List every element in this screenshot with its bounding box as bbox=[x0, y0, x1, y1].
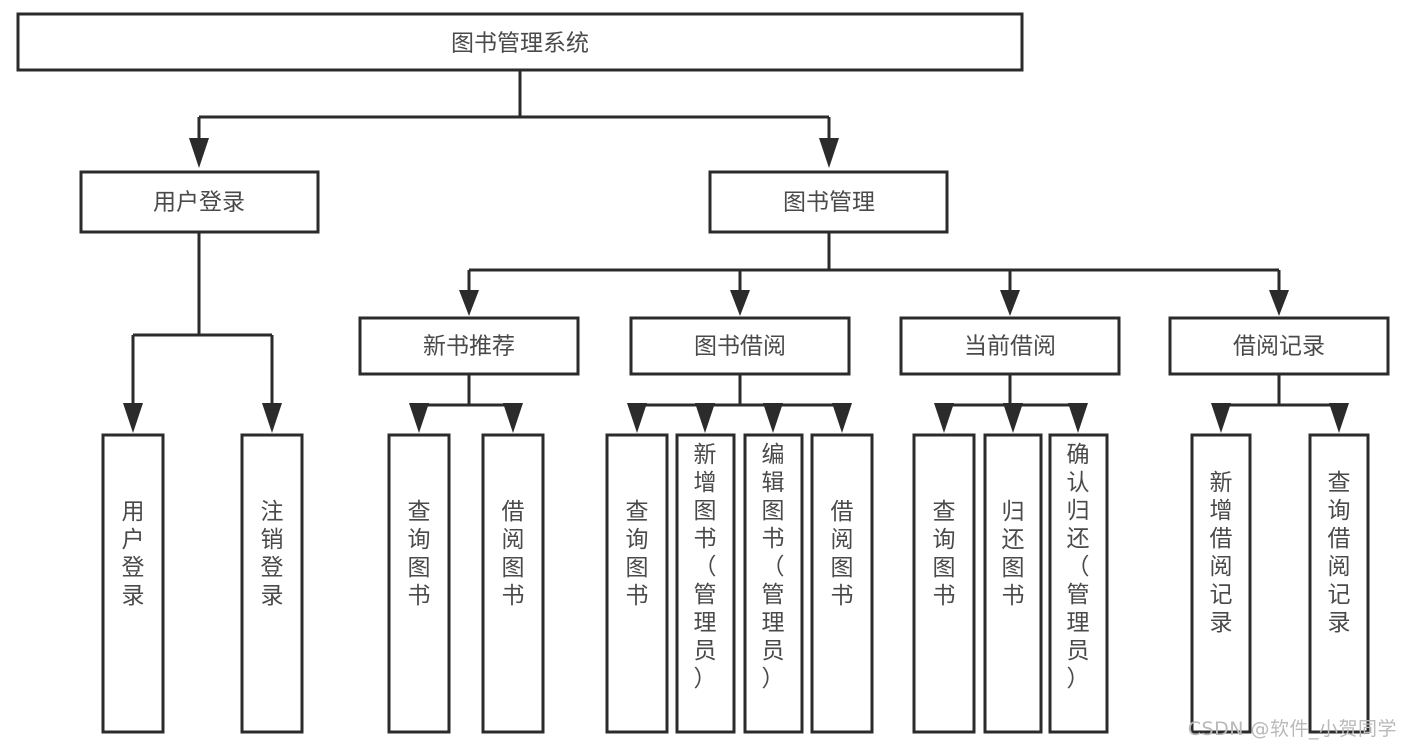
connector-group-book-borrow bbox=[627, 374, 852, 433]
node-user-login-box[interactable] bbox=[79, 170, 320, 234]
arrow-head-new-leaf-2 bbox=[503, 403, 523, 433]
leaf-node[interactable]: 查询图书 bbox=[387, 433, 451, 734]
arrow-head-borrow-leaf-4 bbox=[832, 403, 852, 433]
node-book-borrow-label: 图书借阅 bbox=[694, 334, 786, 360]
leaf-node[interactable]: 用户登录 bbox=[101, 433, 165, 734]
node-root-label: 图书管理系统 bbox=[451, 31, 589, 57]
arrow-head-user-leaf-1 bbox=[123, 403, 143, 433]
leaf-label: 编辑图书（管理员） bbox=[762, 442, 785, 692]
leaf-label: 确认归还（管理员） bbox=[1067, 442, 1090, 692]
node-current-borrow-label: 当前借阅 bbox=[964, 334, 1056, 360]
node-book-manage-box[interactable] bbox=[708, 170, 949, 234]
arrow-head-current-leaf-3 bbox=[1068, 403, 1088, 433]
leaf-box[interactable] bbox=[481, 433, 545, 734]
leaf-box[interactable] bbox=[240, 433, 304, 734]
arrow-head-borrow-leaf-2 bbox=[695, 403, 715, 433]
leaf-node[interactable]: 借阅图书 bbox=[810, 433, 874, 734]
arrow-head-book-to-record bbox=[1269, 290, 1289, 316]
arrow-head-borrow-leaf-3 bbox=[763, 403, 783, 433]
arrow-head-book-to-borrow bbox=[730, 290, 750, 316]
leaf-label: 注销登录 bbox=[261, 499, 284, 609]
leaf-box[interactable] bbox=[605, 433, 669, 734]
csdn-watermark: CSDN @软件_小贺同学 bbox=[1187, 718, 1397, 740]
leaf-box[interactable] bbox=[743, 433, 804, 734]
leaf-label: 归还图书 bbox=[1002, 499, 1025, 609]
leaf-node[interactable]: 查询图书 bbox=[605, 433, 669, 734]
leaf-label: 查询借阅记录 bbox=[1328, 470, 1351, 636]
connector-group-user-login bbox=[123, 232, 282, 433]
arrow-head-book-to-new bbox=[459, 290, 479, 316]
node-new-book-recommend-label: 新书推荐 bbox=[423, 334, 515, 360]
node-borrow-record-label: 借阅记录 bbox=[1233, 334, 1325, 360]
leaf-box[interactable] bbox=[1308, 433, 1370, 734]
leaf-box[interactable] bbox=[101, 433, 165, 734]
node-book-manage[interactable]: 图书管理 bbox=[708, 170, 949, 234]
leaf-box[interactable] bbox=[1190, 433, 1252, 734]
leaf-label: 用户登录 bbox=[122, 499, 145, 609]
leaf-node[interactable]: 确认归还（管理员） bbox=[1048, 433, 1109, 734]
node-borrow-record-box[interactable] bbox=[1168, 316, 1390, 376]
leaf-node[interactable]: 新增借阅记录 bbox=[1190, 433, 1252, 734]
leaf-node[interactable]: 归还图书 bbox=[983, 433, 1043, 734]
arrow-head-current-leaf-1 bbox=[934, 403, 954, 433]
leaf-box[interactable] bbox=[675, 433, 736, 734]
leaf-box[interactable] bbox=[387, 433, 451, 734]
connector-group-root bbox=[189, 70, 839, 168]
leaf-label: 查询图书 bbox=[933, 499, 956, 609]
leaf-label: 查询图书 bbox=[626, 499, 649, 609]
arrow-head-root-to-book bbox=[819, 138, 839, 168]
connector-group-borrow-record bbox=[1211, 374, 1349, 433]
leaf-node[interactable]: 借阅图书 bbox=[481, 433, 545, 734]
arrow-head-user-leaf-2 bbox=[262, 403, 282, 433]
node-borrow-record[interactable]: 借阅记录 bbox=[1168, 316, 1390, 376]
arrow-head-new-leaf-1 bbox=[409, 403, 429, 433]
node-current-borrow[interactable]: 当前借阅 bbox=[899, 316, 1121, 376]
leaf-label: 借阅图书 bbox=[831, 499, 854, 609]
arrow-head-record-leaf-1 bbox=[1211, 403, 1231, 433]
connector-group-book-manage bbox=[459, 232, 1289, 316]
arrow-head-root-to-user bbox=[189, 138, 209, 168]
node-new-book-recommend-box[interactable] bbox=[358, 316, 580, 376]
node-user-login[interactable]: 用户登录 bbox=[79, 170, 320, 234]
arrow-head-borrow-leaf-1 bbox=[627, 403, 647, 433]
leaf-label: 新增图书（管理员） bbox=[694, 442, 717, 692]
node-new-book-recommend[interactable]: 新书推荐 bbox=[358, 316, 580, 376]
connector-group-new-book bbox=[409, 374, 523, 433]
leaf-node[interactable]: 编辑图书（管理员） bbox=[743, 433, 804, 734]
node-root-box[interactable] bbox=[16, 12, 1024, 72]
leaf-node[interactable]: 注销登录 bbox=[240, 433, 304, 734]
node-current-borrow-box[interactable] bbox=[899, 316, 1121, 376]
arrow-head-record-leaf-2 bbox=[1329, 403, 1349, 433]
leaf-box[interactable] bbox=[912, 433, 976, 734]
node-user-login-label: 用户登录 bbox=[153, 190, 245, 216]
node-book-manage-label: 图书管理 bbox=[783, 190, 875, 216]
leaf-label: 借阅图书 bbox=[502, 499, 525, 609]
connector-group-current-borrow bbox=[934, 374, 1088, 433]
leaf-box[interactable] bbox=[810, 433, 874, 734]
node-book-borrow-box[interactable] bbox=[629, 316, 851, 376]
leaf-node[interactable]: 新增图书（管理员） bbox=[675, 433, 736, 734]
leaf-label: 查询图书 bbox=[408, 499, 431, 609]
arrow-head-book-to-current bbox=[1000, 290, 1020, 316]
leaf-node[interactable]: 查询图书 bbox=[912, 433, 976, 734]
arrow-head-current-leaf-2 bbox=[1003, 403, 1023, 433]
node-book-borrow[interactable]: 图书借阅 bbox=[629, 316, 851, 376]
node-root[interactable]: 图书管理系统 bbox=[16, 12, 1024, 72]
leaf-label: 新增借阅记录 bbox=[1210, 470, 1233, 636]
leaf-node[interactable]: 查询借阅记录 bbox=[1308, 433, 1370, 734]
leaf-box[interactable] bbox=[1048, 433, 1109, 734]
leaf-box[interactable] bbox=[983, 433, 1043, 734]
